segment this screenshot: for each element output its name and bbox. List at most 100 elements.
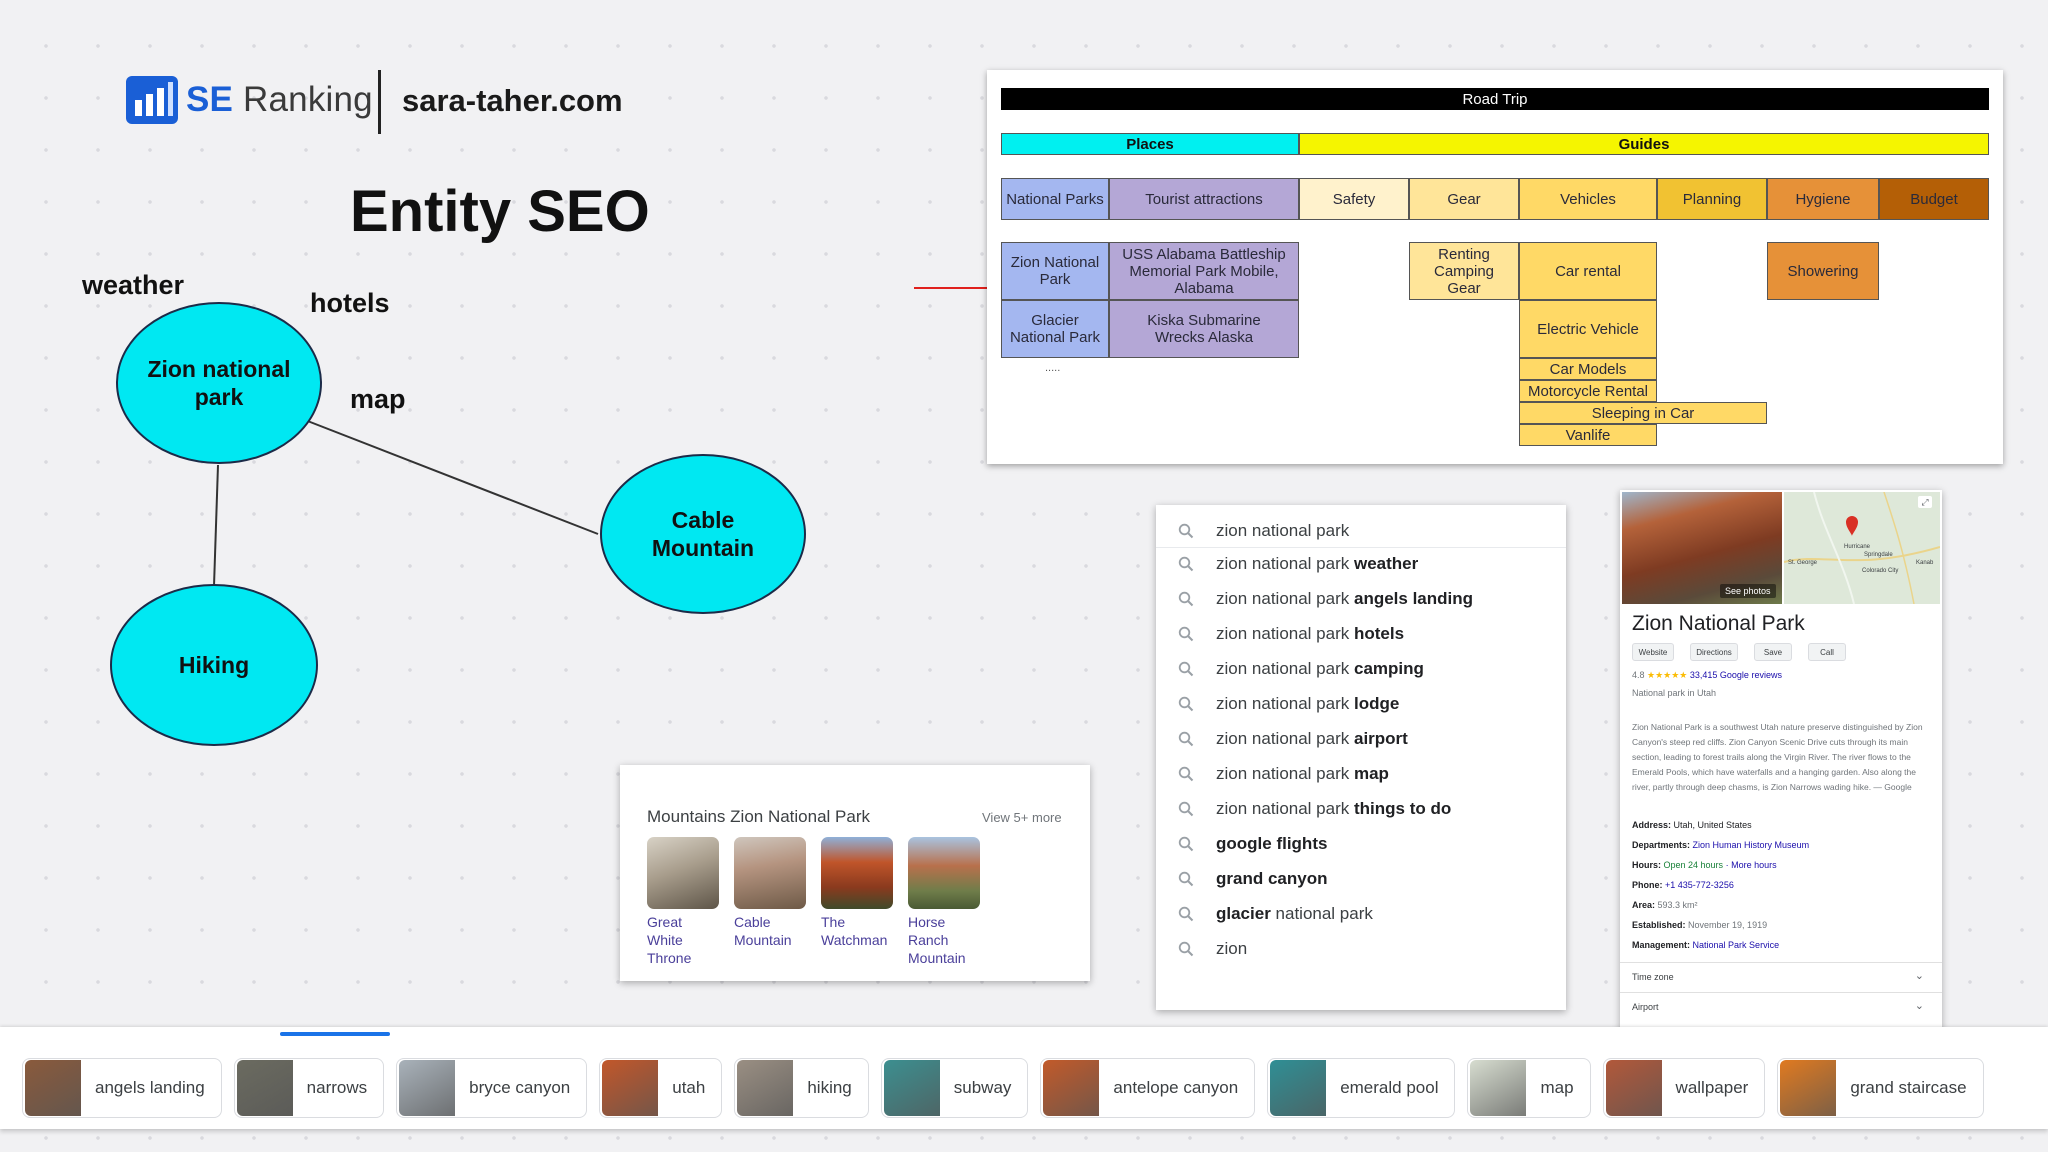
panel-title: Zion National Park	[1632, 612, 1805, 635]
hours-open: Open 24 hours	[1663, 860, 1724, 870]
suggestion-item[interactable]: zion national park hotels	[1156, 617, 1566, 651]
related-search-chip[interactable]: wallpaper	[1602, 1058, 1766, 1118]
place-type: National park in Utah	[1632, 688, 1717, 698]
edge-zion-hiking	[213, 464, 219, 587]
suggestion-text: zion	[1216, 939, 1247, 959]
search-icon	[1178, 906, 1194, 922]
related-search-chip[interactable]: hiking	[734, 1058, 869, 1118]
reviews-link[interactable]: 33,415 Google reviews	[1689, 670, 1782, 680]
panel-description: Zion National Park is a southwest Utah n…	[1632, 722, 1923, 792]
suggestion-item[interactable]: zion national park lodge	[1156, 687, 1566, 721]
chip-label: hiking	[807, 1078, 852, 1097]
mountain-item[interactable]: The Watchman	[821, 837, 895, 949]
suggestion-item[interactable]: google flights	[1156, 827, 1566, 861]
suggestion-item[interactable]: zion national park angels landing	[1156, 582, 1566, 616]
related-search-chip[interactable]: map	[1467, 1058, 1591, 1118]
suggestion-bold: airport	[1353, 729, 1408, 748]
suggestion-text: grand canyon	[1216, 869, 1327, 889]
knowledge-panel: See photos Hurricane Springdale St. Geor…	[1620, 490, 1942, 1030]
chip-label: grand staircase	[1850, 1078, 1967, 1097]
chip-label: emerald pool	[1340, 1078, 1439, 1097]
related-search-chip[interactable]: narrows	[233, 1058, 385, 1118]
park-map[interactable]: Hurricane Springdale St. George Colorado…	[1783, 491, 1941, 605]
fact-link[interactable]: Zion Human History Museum	[1692, 840, 1810, 850]
fact-address: Address: Utah, United States	[1632, 820, 1752, 830]
related-search-chip[interactable]: emerald pool	[1267, 1058, 1456, 1118]
suggestion-bold: glacier	[1216, 904, 1271, 923]
park-photo[interactable]: See photos	[1622, 492, 1782, 604]
label-map: map	[350, 384, 406, 414]
accordion-time-zone[interactable]: Time zone⌄	[1620, 962, 1942, 990]
related-search-chip[interactable]: bryce canyon	[396, 1058, 588, 1118]
related-search-chip[interactable]: antelope canyon	[1040, 1058, 1256, 1118]
scroll-indicator	[280, 1032, 390, 1036]
chip-thumbnail	[1470, 1060, 1527, 1116]
related-search-chip[interactable]: grand staircase	[1777, 1058, 1984, 1118]
vehicle-sleeping: Sleeping in Car	[1519, 402, 1767, 424]
mountain-item[interactable]: Horse Ranch Mountain	[908, 837, 982, 967]
search-query: zion national park	[1216, 521, 1350, 540]
se-ranking-logo-icon	[126, 76, 178, 124]
brand-name: SE Ranking	[186, 80, 373, 120]
mountain-photo	[821, 837, 893, 909]
cat-national-parks: National Parks	[1001, 178, 1109, 220]
save-button[interactable]: Save	[1754, 643, 1792, 661]
fact-label: Established:	[1632, 920, 1686, 930]
suggestion-item[interactable]: grand canyon	[1156, 862, 1566, 896]
suggestion-plain: zion national park	[1216, 659, 1354, 678]
mountain-name: Great White Throne	[647, 914, 692, 966]
directions-button[interactable]: Directions	[1690, 643, 1738, 661]
phone-link[interactable]: +1 435-772-3256	[1665, 880, 1734, 890]
graph-edges	[213, 419, 599, 587]
related-search-chip[interactable]: utah	[599, 1058, 723, 1118]
search-input[interactable]: zion national park	[1156, 514, 1566, 548]
label-weather: weather	[82, 270, 185, 300]
fact-label: Area:	[1632, 900, 1656, 910]
search-icon	[1178, 731, 1194, 747]
suggestion-item[interactable]: zion national park weather	[1156, 547, 1566, 581]
suggestion-text: zion national park map	[1216, 764, 1389, 784]
suggestion-bold: things to do	[1353, 799, 1452, 818]
call-button[interactable]: Call	[1808, 643, 1846, 661]
chip-thumbnail	[399, 1060, 456, 1116]
see-photos-label[interactable]: See photos	[1720, 584, 1776, 598]
suggestion-item[interactable]: zion national park things to do	[1156, 792, 1566, 826]
chip-label: angels landing	[95, 1078, 205, 1097]
map-label: Colorado City	[1862, 568, 1899, 574]
suggestion-plain: zion	[1216, 939, 1248, 958]
expand-icon[interactable]: ⤢	[1918, 496, 1932, 508]
suggestion-plain: zion national park	[1216, 554, 1354, 573]
chip-label: wallpaper	[1675, 1078, 1749, 1097]
mountain-item[interactable]: Great White Throne	[647, 837, 721, 967]
suggestion-item[interactable]: zion national park map	[1156, 757, 1566, 791]
brand-prefix: SE	[186, 80, 234, 119]
mountains-title: Mountains Zion National Park	[647, 807, 871, 826]
website-button[interactable]: Website	[1632, 643, 1674, 661]
fact-link[interactable]: National Park Service	[1692, 940, 1780, 950]
fact-value: Utah, United States	[1673, 820, 1752, 830]
rating-row: 4.8 ★★★★★ 33,415 Google reviews	[1632, 670, 1782, 681]
fact-departments: Departments: Zion Human History Museum	[1632, 840, 1809, 850]
related-search-chip[interactable]: subway	[880, 1058, 1029, 1118]
suggestion-bold: google flights	[1216, 834, 1328, 853]
node-hiking: Hiking	[110, 584, 318, 746]
chip-thumbnail	[25, 1060, 81, 1116]
view-more-link[interactable]: View 5+ more	[982, 810, 1062, 825]
edge-zion-cable	[304, 419, 599, 535]
map-label: Springdale	[1864, 552, 1893, 558]
more-hours-link[interactable]: · More hours	[1725, 860, 1777, 870]
mountain-photo	[908, 837, 980, 909]
suggestion-item[interactable]: zion national park camping	[1156, 652, 1566, 686]
search-icon	[1178, 626, 1194, 642]
suggestion-bold: hotels	[1353, 624, 1405, 643]
mountain-name: The Watchman	[821, 914, 888, 948]
accordion-airport[interactable]: Airport⌄	[1620, 992, 1942, 1020]
suggestion-item[interactable]: zion	[1156, 932, 1566, 966]
accordion-label: Airport	[1632, 1001, 1659, 1012]
chip-thumbnail	[1780, 1060, 1837, 1116]
related-search-chip[interactable]: angels landing	[22, 1058, 222, 1118]
suggestion-item[interactable]: glacier national park	[1156, 897, 1566, 931]
park-zion: Zion National Park	[1001, 242, 1109, 300]
suggestion-item[interactable]: zion national park airport	[1156, 722, 1566, 756]
mountain-item[interactable]: Cable Mountain	[734, 837, 808, 949]
